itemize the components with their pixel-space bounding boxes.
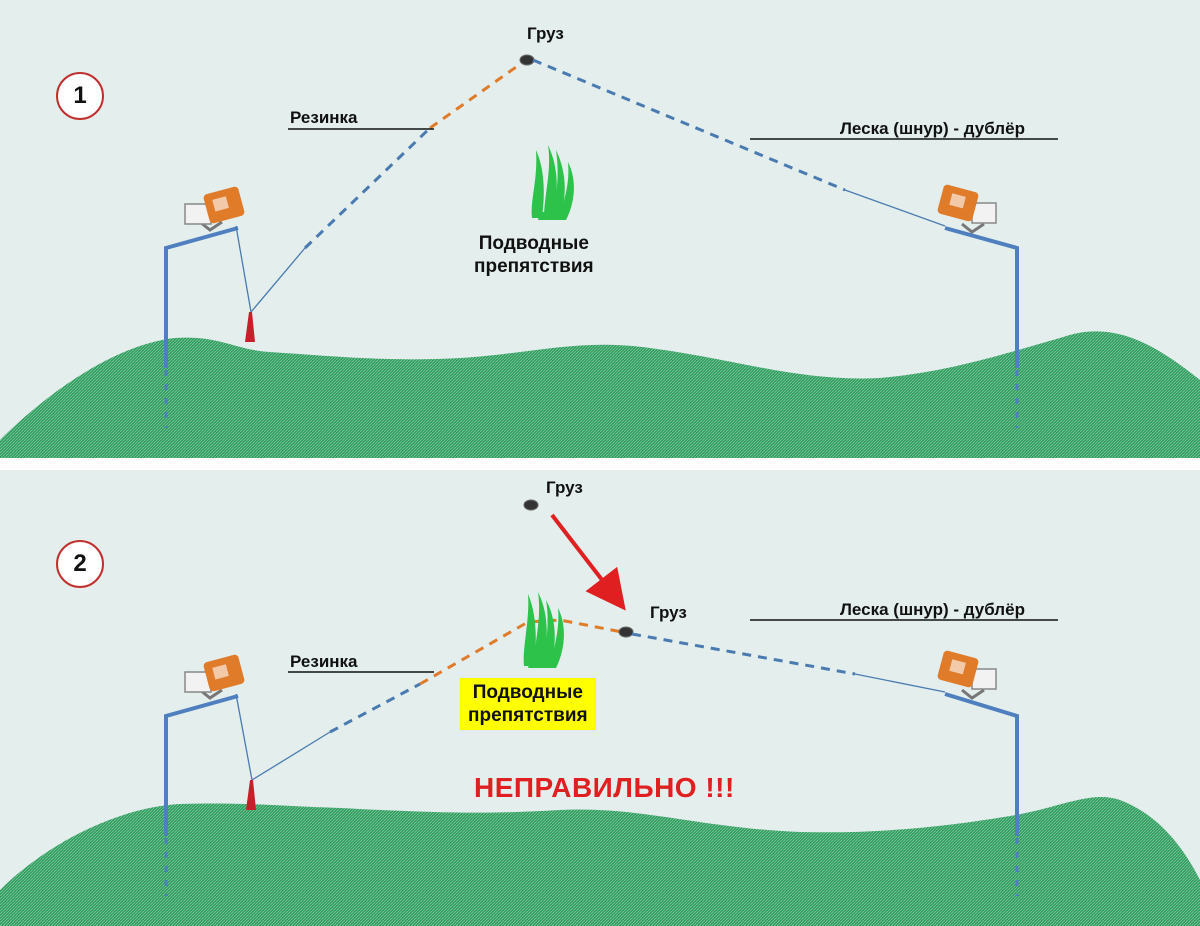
line-rod-to-float [235, 225, 252, 313]
right-rod-holder [944, 692, 1019, 896]
line-dashed-right [631, 632, 856, 676]
ground [0, 797, 1200, 926]
right-reel [937, 650, 997, 700]
weight-initial [523, 499, 539, 511]
left-reel [184, 654, 245, 700]
ground [0, 331, 1200, 458]
line-dashed-left [329, 682, 421, 734]
bite-alarm-float [246, 780, 256, 810]
rubber-label: Резинка [290, 108, 358, 127]
rubber-band [429, 58, 527, 130]
weight-label: Груз [527, 24, 564, 43]
line-dashed-left [303, 126, 432, 250]
rubber-label: Резинка [290, 652, 358, 671]
left-reel [184, 186, 245, 232]
diagram-wrong [0, 499, 1200, 926]
line-float-to-rubber [251, 731, 331, 781]
line-label: Леска (шнур) - дублёр [840, 600, 1025, 619]
rubber-band [419, 618, 623, 686]
underwater-weed-icon [531, 145, 574, 220]
bite-alarm-float [245, 312, 255, 342]
weight-label-final: Груз [650, 603, 687, 622]
obstacle-label-highlighted: Подводные препятствия [460, 678, 596, 730]
left-rod-holder [164, 226, 239, 428]
line-label: Леска (шнур) - дублёр [840, 119, 1025, 138]
left-rod-holder [164, 694, 239, 896]
panel-number-badge: 1 [56, 72, 104, 120]
right-reel [937, 184, 997, 234]
weight-drop-arrow [550, 513, 626, 611]
obstacle-label: Подводные препятствия [474, 233, 594, 277]
panel-wrong: 2 Груз Груз Резинка Леска (шнур) - дублё… [0, 470, 1200, 926]
weight-final [618, 626, 634, 638]
weight [519, 54, 535, 66]
panel-correct: 1 Груз Резинка Леска (шнур) - дублёр Под… [0, 0, 1200, 458]
line-rod-to-float [235, 693, 253, 781]
right-rod-holder [944, 226, 1019, 428]
line-solid-right [844, 189, 946, 227]
weight-label-initial: Груз [546, 478, 583, 497]
underwater-weed-icon [523, 592, 564, 668]
line-solid-right [854, 673, 946, 693]
panel-number-badge: 2 [56, 540, 104, 588]
diagram-correct [0, 54, 1200, 458]
line-dashed-right [532, 58, 846, 192]
line-float-to-rubber [250, 247, 306, 313]
warning-text: НЕПРАВИЛЬНО !!! [474, 772, 735, 803]
